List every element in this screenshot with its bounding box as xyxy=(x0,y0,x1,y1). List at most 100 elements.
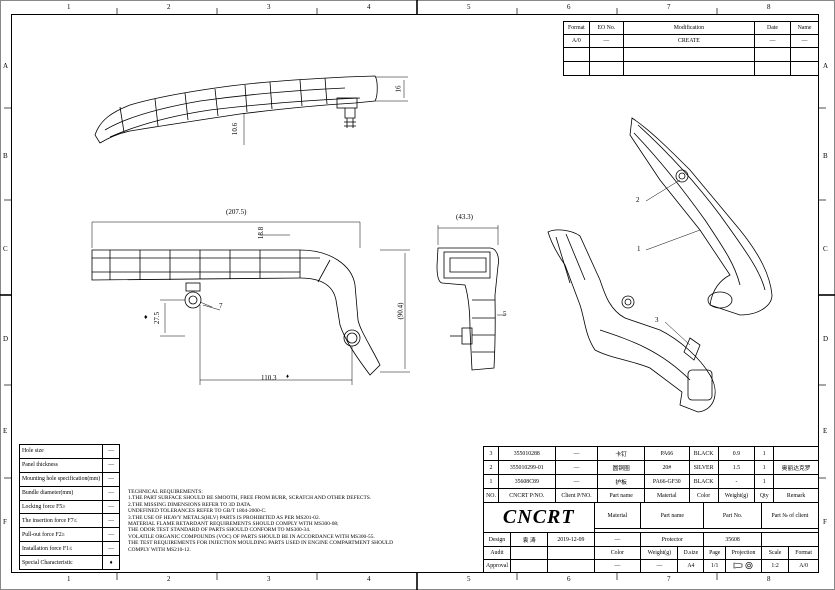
balloon-7: 7 xyxy=(219,302,223,310)
spec-value: — xyxy=(102,499,120,515)
bom-cell: SILVER xyxy=(688,460,719,475)
rev-col-name: Name xyxy=(790,21,819,35)
note-line: THE ODOR TEST STANDARD OF PARTS SHOULD C… xyxy=(128,527,311,534)
zone-left-E: E xyxy=(3,427,8,435)
bom-cell: 卡钉 xyxy=(597,446,645,461)
weight-label: Weight(g) xyxy=(640,546,679,560)
zone-right-A: A xyxy=(823,62,829,70)
bom-cell: BLACK xyxy=(688,474,719,489)
spec-label: Installation force F1≤ xyxy=(18,541,104,556)
spec-value: ♦ xyxy=(102,555,120,570)
page-value: 1/1 xyxy=(703,559,727,573)
note-line: VOLATILE ORGANIC COMPOUNDS (VOC) OF PART… xyxy=(128,533,375,540)
title-block: CNCRT Material Part name Part No. Part №… xyxy=(483,502,820,573)
spec-value: — xyxy=(102,444,120,459)
zone-bottom-4: 4 xyxy=(367,575,371,583)
balloon-2: 2 xyxy=(636,196,640,204)
dim-207-5: (207.5) xyxy=(226,208,247,216)
zone-bottom-5: 5 xyxy=(467,575,471,583)
rev-col-modification: Modification xyxy=(622,21,755,35)
dim-43-3: (43.3) xyxy=(456,213,473,221)
bom-cell: 1 xyxy=(754,474,775,489)
zone-top-2: 2 xyxy=(167,3,171,11)
projection-symbol-icon xyxy=(725,559,762,573)
zone-bottom-2: 2 xyxy=(167,575,171,583)
bom-header: Weight(g) xyxy=(717,488,756,503)
color-label: Color xyxy=(593,546,642,560)
dim-110-3: 110.3 xyxy=(261,374,277,382)
material-label: Material xyxy=(593,502,642,529)
bom-cell: 1 xyxy=(754,446,775,461)
note-line: MATERIAL FLAME RETARDANT REQUIREMENTS SH… xyxy=(128,521,339,528)
spec-value: — xyxy=(102,527,120,543)
format-label: Format xyxy=(788,546,819,560)
weight-value: — xyxy=(640,559,679,573)
part-name-value: Protector xyxy=(640,532,705,547)
spec-table: Hole size— Panel thickness— Mounting hol… xyxy=(18,444,120,570)
client-part-label: Part № of client xyxy=(760,502,820,529)
note-line: THE TEST REQUIREMENTS FOR INJECTION MOUL… xyxy=(128,540,394,547)
rev-row-name: — xyxy=(790,33,819,49)
spec-value: — xyxy=(102,485,120,501)
dim-diamond: ♦ xyxy=(144,313,148,321)
brand-logo: CNCRT xyxy=(483,502,595,533)
zone-top-8: 8 xyxy=(767,3,771,11)
bom-cell: 1.5 xyxy=(717,460,756,475)
bom-cell: 圆铜圈 xyxy=(597,460,645,475)
zone-left-A: A xyxy=(3,62,9,70)
design-label: Design xyxy=(483,532,511,547)
zone-bottom-7: 7 xyxy=(667,575,671,583)
iso-view-top-right xyxy=(629,117,773,316)
bom-cell: 1 xyxy=(754,460,775,475)
dim-110-3-diamond: ♦ xyxy=(286,374,290,380)
rev-col-format: Format xyxy=(563,21,590,35)
scale-value: 1:2 xyxy=(760,559,790,573)
bom-cell: — xyxy=(554,474,599,489)
spec-label: Special Characteristic xyxy=(18,555,104,570)
design-date: 2019-12-09 xyxy=(547,532,595,547)
rev-col-eo: EO No. xyxy=(588,21,624,35)
balloon-5: 5 xyxy=(503,310,507,318)
bom-cell: 35608C89 xyxy=(497,474,556,489)
color-value: — xyxy=(593,559,642,573)
spec-value: — xyxy=(102,541,120,556)
dim-18-8: 18.8 xyxy=(257,226,266,240)
designer-name: 袁 涛 xyxy=(509,532,549,547)
zone-bottom-3: 3 xyxy=(267,575,271,583)
sheet-inner-frame xyxy=(11,14,819,573)
revision-table: Format EO No. Modification Date Name A/0… xyxy=(563,21,819,76)
zone-top-3: 3 xyxy=(267,3,271,11)
balloon-leaders xyxy=(199,179,701,346)
bom-cell: - xyxy=(717,474,756,489)
spec-value: — xyxy=(102,513,120,529)
bom-cell: 20# xyxy=(643,460,690,475)
bom-cell: 0.9 xyxy=(717,446,756,461)
technical-requirements: TECHNICAL REQUIREMENTS: 1.THE PART SURFA… xyxy=(128,489,393,553)
dsize-label: D.size xyxy=(677,546,705,560)
zone-bottom-8: 8 xyxy=(767,575,771,583)
zone-right-E: E xyxy=(823,427,828,435)
bom-cell xyxy=(773,446,819,461)
rev-row-eo: — xyxy=(588,33,624,49)
projection-label: Projection xyxy=(725,546,762,560)
rev-row-date: — xyxy=(753,33,792,49)
spec-label: The insertion force F7≤ xyxy=(18,513,104,529)
bom-header: Client P/NO. xyxy=(554,488,599,503)
zone-right-B: B xyxy=(823,152,828,160)
rev-row-modification: CREATE xyxy=(622,33,755,49)
zone-bottom-6: 6 xyxy=(567,575,571,583)
top-view xyxy=(94,75,408,145)
note-line: 3.THE USE OF HEAVY METALS(HLV) PARTS IS … xyxy=(128,514,321,521)
bom-cell: 护板 xyxy=(597,474,645,489)
note-line: 1.THE PART SURFACE SHOULD BE SMOOTH, FRE… xyxy=(128,495,372,502)
zone-top-7: 7 xyxy=(667,3,671,11)
material-value: — xyxy=(593,532,642,547)
side-view xyxy=(436,225,505,371)
zone-top-5: 5 xyxy=(467,3,471,11)
page-label: Page xyxy=(703,546,727,560)
dim-27-5: 27.5 xyxy=(153,311,162,325)
bom-header: Qty xyxy=(754,488,775,503)
bom-header: NO. xyxy=(483,488,499,503)
spec-label: Pull-out force F2≥ xyxy=(18,527,104,543)
zone-bottom-1: 1 xyxy=(67,575,71,583)
